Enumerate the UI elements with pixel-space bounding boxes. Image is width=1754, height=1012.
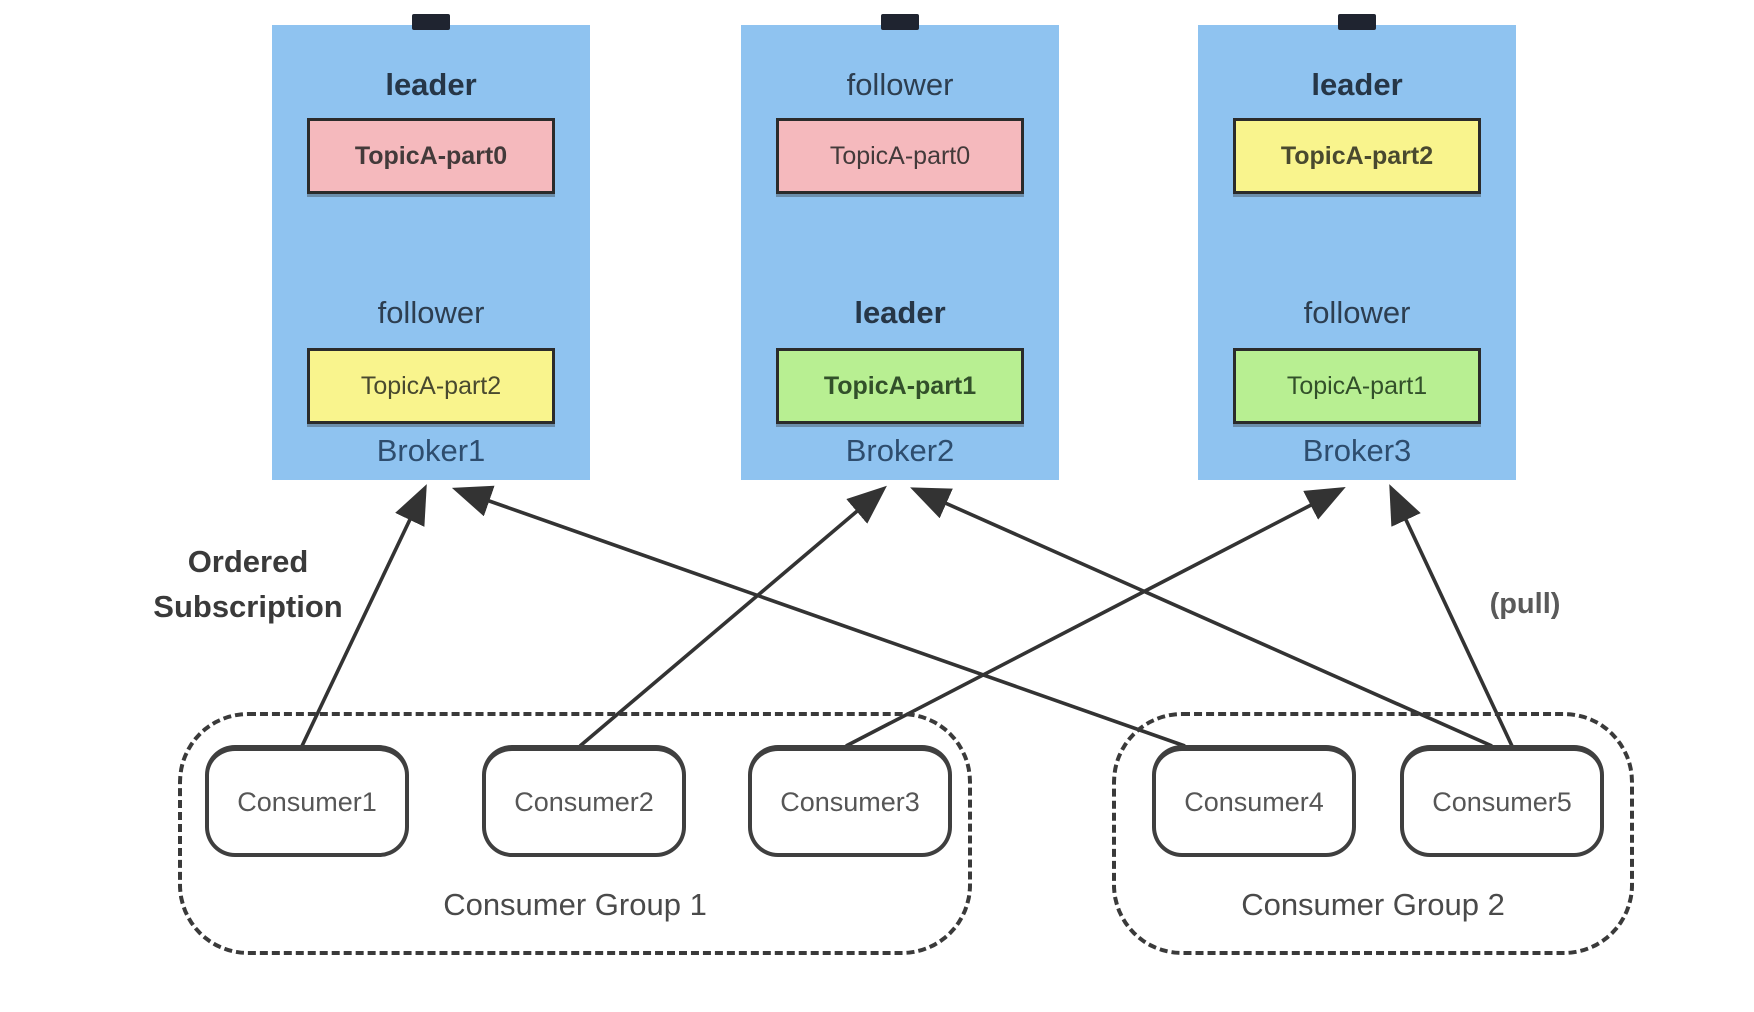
ordered-subscription-line2: Subscription: [153, 588, 343, 624]
cropped-glyph-fragment: [1338, 14, 1376, 30]
broker2-box: follower TopicA-part0 leader TopicA-part…: [741, 14, 1059, 480]
broker3-role-top: leader: [1311, 67, 1403, 102]
arrow-consumer3-to-broker3: [845, 487, 1346, 748]
broker2-name: Broker2: [845, 433, 955, 468]
broker1-partition-top: TopicA-part0: [307, 118, 555, 194]
consumer-group2-box: Consumer Group 2: [1112, 712, 1634, 955]
consumer-group1-label: Consumer Group 1: [443, 887, 707, 922]
broker1-partition-bottom: TopicA-part2: [307, 348, 555, 424]
broker3-partition-bottom: TopicA-part1: [1233, 348, 1481, 424]
pull-label: (pull): [1489, 588, 1561, 620]
consumer3-box: Consumer3: [748, 745, 952, 857]
ordered-subscription-label: Ordered Subscription: [118, 540, 378, 630]
consumer4-box: Consumer4: [1152, 745, 1356, 857]
broker3-box: leader TopicA-part2 follower TopicA-part…: [1198, 14, 1516, 480]
arrow-consumer4-to-broker1: [451, 485, 1186, 748]
consumer1-box: Consumer1: [205, 745, 409, 857]
consumer5-box: Consumer5: [1400, 745, 1604, 857]
arrow-consumer2-to-broker2: [578, 485, 887, 748]
arrow-consumer5-to-broker2: [910, 487, 1493, 748]
broker2-partition-top: TopicA-part0: [776, 118, 1024, 194]
broker1-box: leader TopicA-part0 follower TopicA-part…: [272, 14, 590, 480]
broker3-role-bottom: follower: [1303, 295, 1411, 330]
broker2-role-top: follower: [846, 67, 954, 102]
broker3-name: Broker3: [1302, 433, 1412, 468]
consumer-group2-label: Consumer Group 2: [1241, 887, 1505, 922]
cropped-glyph-fragment: [881, 14, 919, 30]
consumer2-box: Consumer2: [482, 745, 686, 857]
broker1-role-top: leader: [385, 67, 477, 102]
broker1-name: Broker1: [376, 433, 486, 468]
cropped-glyph-fragment: [412, 14, 450, 30]
broker2-partition-bottom: TopicA-part1: [776, 348, 1024, 424]
ordered-subscription-line1: Ordered: [187, 544, 309, 579]
broker2-role-bottom: leader: [854, 295, 946, 330]
consumer-group1-box: Consumer Group 1: [178, 712, 972, 955]
broker3-partition-top: TopicA-part2: [1233, 118, 1481, 194]
broker1-role-bottom: follower: [377, 295, 485, 330]
